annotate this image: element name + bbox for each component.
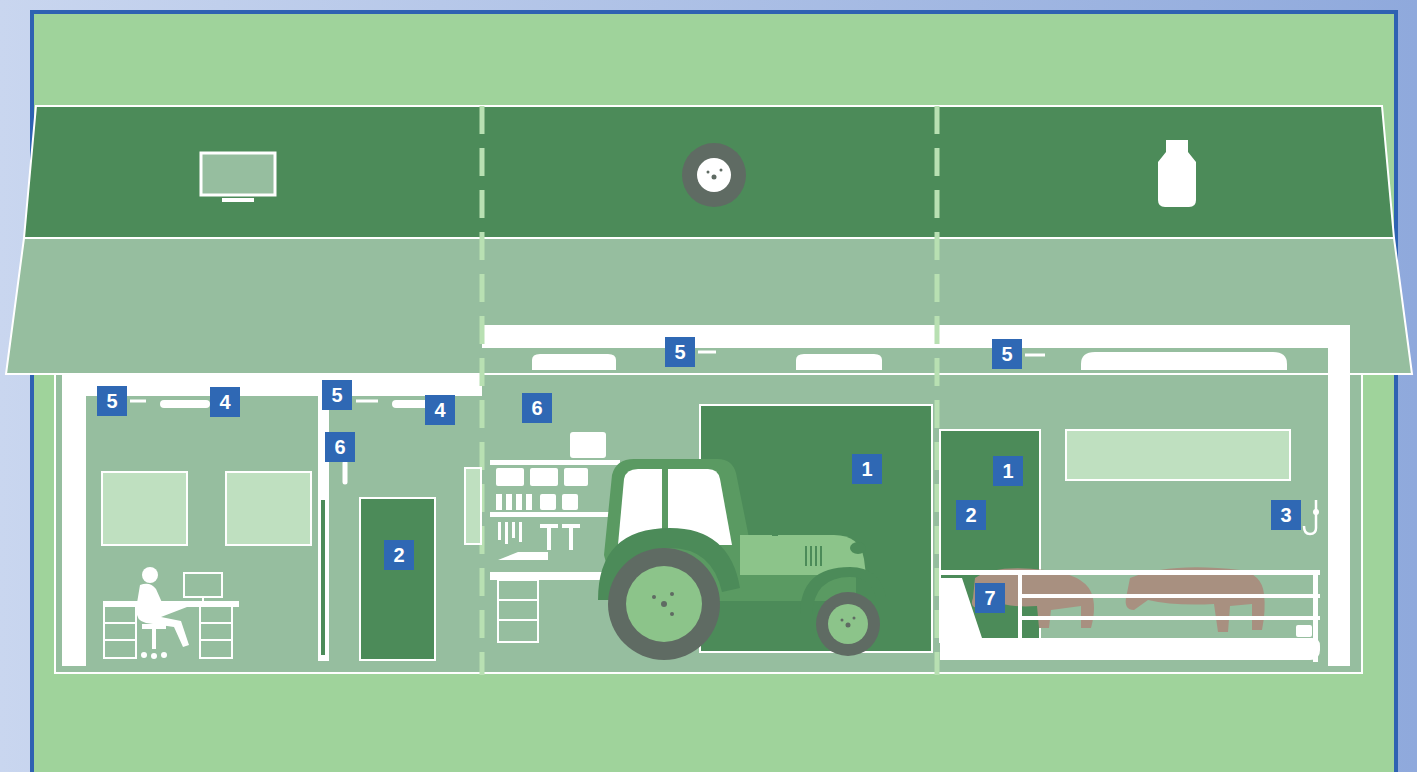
faucet [1304,500,1316,534]
window [1066,430,1290,480]
callout-number: 5 [322,380,352,410]
cow [972,567,1265,632]
monitor-icon [222,198,254,202]
callout-number: 6 [325,432,355,462]
callout-number: 5 [665,337,695,367]
divider [935,106,940,675]
lamp [1081,352,1287,370]
callout-number: 1 [993,456,1023,486]
desk [104,573,238,658]
callout-number: 4 [425,395,455,425]
drawers [498,580,538,642]
ceiling [482,325,1350,348]
callout-number: 5 [97,386,127,416]
callout-number: 2 [384,540,414,570]
lamp [160,400,210,408]
wall [62,374,86,666]
callout-number: 1 [852,454,882,484]
door [360,498,435,660]
divider [480,106,485,675]
window [465,468,481,544]
tractor [598,459,886,660]
callout-number: 6 [522,393,552,423]
roof-top [24,106,1394,238]
monitor-icon [201,153,275,195]
callout-number: 7 [975,583,1005,613]
milk-can-icon [1158,140,1196,207]
callout-number: 3 [1271,500,1301,530]
roof-eave [6,238,1412,374]
interior [55,325,1362,673]
tire-icon [682,143,746,207]
callout-number: 2 [956,500,986,530]
fence [940,570,1320,662]
person [136,567,189,659]
window [226,472,311,545]
tire-icon [697,158,731,192]
wall [1328,325,1350,666]
lamp [532,354,616,370]
window [102,472,187,545]
callout-number: 4 [210,387,240,417]
lamp [796,354,882,370]
floor-outline [55,374,1362,673]
callout-number: 5 [992,339,1022,369]
